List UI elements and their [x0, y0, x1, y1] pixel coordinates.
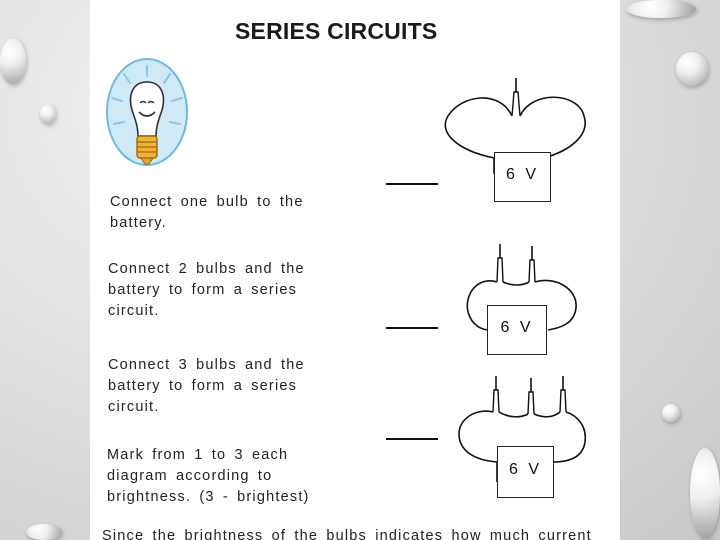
instruction-line: circuit.: [108, 399, 160, 415]
instruction-line: battery to form a series: [108, 282, 298, 298]
answer-blank[interactable]: [386, 327, 438, 329]
circuit-diagram-three-bulbs: [458, 376, 587, 482]
instruction-line: Mark from 1 to 3 each: [107, 447, 289, 463]
instruction-line: diagram according to: [107, 468, 273, 484]
water-drop-decoration: [690, 448, 720, 538]
battery-label: 6 V: [497, 446, 554, 498]
answer-blank[interactable]: [386, 183, 438, 185]
page-title: SERIES CIRCUITS: [235, 18, 438, 44]
instruction-line: battery.: [110, 215, 167, 231]
circuit-diagram-two-bulbs: [466, 244, 577, 331]
instruction-line: circuit.: [108, 303, 160, 319]
instruction-line: battery to form a series: [108, 378, 298, 394]
water-drop-decoration: [0, 38, 26, 84]
footer-text: Since the brightness of the bulbs indica…: [102, 528, 592, 540]
water-drop-decoration: [40, 104, 56, 124]
battery-label: 6 V: [494, 152, 551, 202]
answer-blank[interactable]: [386, 438, 438, 440]
battery-label: 6 V: [487, 305, 547, 355]
water-drop-decoration: [662, 404, 680, 422]
instruction-line: Connect 3 bulbs and the: [108, 357, 305, 373]
instruction-rank-brightness: Mark from 1 to 3 each diagram according …: [107, 445, 310, 508]
water-drop-decoration: [676, 52, 708, 86]
lightbulb-cartoon-icon: [106, 58, 188, 166]
worksheet-page: SERIES CIRCUITS Connect one bulb to the …: [90, 0, 620, 540]
water-drop-decoration: [626, 0, 696, 18]
instruction-one-bulb: Connect one bulb to the battery.: [110, 192, 304, 234]
instruction-two-bulbs: Connect 2 bulbs and the battery to form …: [108, 259, 305, 322]
instruction-line: Connect one bulb to the: [110, 194, 304, 210]
circuit-diagram-one-bulb: [444, 78, 586, 174]
instruction-line: Connect 2 bulbs and the: [108, 261, 305, 277]
instruction-three-bulbs: Connect 3 bulbs and the battery to form …: [108, 355, 305, 418]
instruction-line: brightness. (3 - brightest): [107, 489, 310, 505]
water-drop-decoration: [26, 524, 62, 540]
